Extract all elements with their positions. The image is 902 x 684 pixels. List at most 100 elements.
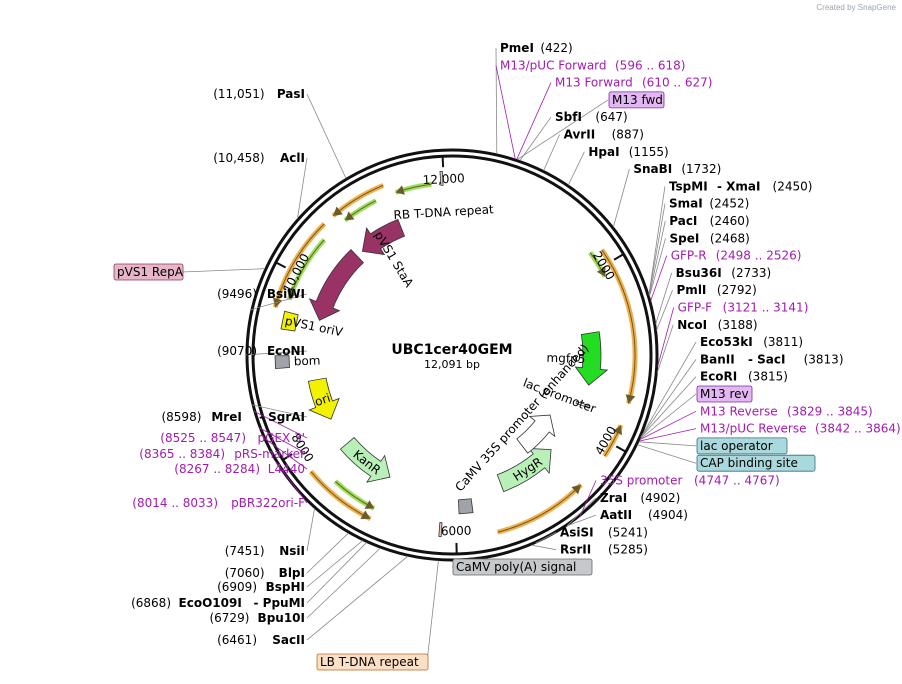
callout-8267-8284-l4440[interactable]: L4440(8267 .. 8284) bbox=[174, 437, 308, 476]
callout-m13-puc-forward-596-618[interactable]: M13/pUC Forward(596 .. 618) bbox=[495, 58, 685, 160]
callout-rsrii-5285[interactable]: RsrII(5285) bbox=[531, 543, 648, 557]
callout-text: (1732) bbox=[681, 162, 721, 176]
feature-camv-poly-a-signal[interactable] bbox=[458, 498, 474, 515]
callout-6909-bsphi[interactable]: BspHI(6909) bbox=[217, 540, 363, 594]
callout-leader bbox=[306, 532, 349, 574]
callout-text: (422) bbox=[540, 41, 572, 55]
callout-ncoi-3188[interactable]: NcoI(3188) bbox=[656, 318, 758, 373]
callout-text: (3842 .. 3864) bbox=[815, 422, 901, 436]
callout-6729-bpu10i[interactable]: Bpu10I(6729) bbox=[209, 547, 381, 625]
feature-label-ori: ori bbox=[313, 391, 332, 409]
callout-8014-8033-pbr322ori-f[interactable]: pBR322ori-F(8014 .. 8033) bbox=[132, 461, 308, 510]
callout-badge bbox=[113, 263, 184, 281]
callout-gfp-f-3121-3141[interactable]: GFP-F(3121 .. 3141) bbox=[657, 301, 809, 367]
callout-6461-sacii[interactable]: SacII(6461) bbox=[217, 555, 409, 647]
callout-camv-poly-a-signal[interactable]: CaMV poly(A) signal bbox=[451, 558, 593, 576]
callout-eco53ki-3811[interactable]: Eco53kI(3811) bbox=[640, 335, 803, 438]
feature-label-bom: bom bbox=[294, 353, 321, 368]
feature-lb-t-dna-repeat[interactable] bbox=[438, 522, 443, 538]
callout-leader bbox=[656, 324, 674, 373]
callout-sbfi-647[interactable]: SbfI(647) bbox=[519, 110, 628, 161]
tick-12000 bbox=[441, 156, 445, 168]
callout-m13-reverse-3829-3845[interactable]: M13 Reverse(3829 .. 3845) bbox=[639, 404, 873, 440]
callout-text: AvrII bbox=[564, 128, 596, 142]
feature-hygr[interactable] bbox=[496, 448, 552, 493]
callout-text: (4904) bbox=[648, 508, 688, 522]
callout-aatii-4904[interactable]: AatII(4904) bbox=[567, 508, 688, 527]
callout-snabi-1732[interactable]: SnaBI(1732) bbox=[612, 162, 721, 228]
feature-kanr[interactable] bbox=[339, 436, 391, 483]
callout-m13-puc-reverse-3842-3864[interactable]: M13/pUC Reverse(3842 .. 3864) bbox=[639, 422, 901, 442]
callout-m13-forward-610-627[interactable]: M13 Forward(610 .. 627) bbox=[516, 76, 713, 160]
callout-lac-operator[interactable]: lac operator bbox=[638, 437, 788, 455]
orf-arrows bbox=[272, 181, 638, 535]
callout-bsu36i-2733[interactable]: Bsu36I(2733) bbox=[655, 266, 772, 325]
callout-8525-8547-pgex-3[interactable]: pGEX 3'(8525 .. 8547) bbox=[160, 410, 308, 445]
callout-7060-blpi[interactable]: BlpI (7060) bbox=[225, 532, 349, 580]
callout-leader bbox=[637, 444, 697, 464]
callout-leader bbox=[306, 555, 409, 641]
callout-m13-rev[interactable]: M13 rev bbox=[639, 385, 753, 440]
feature-ori[interactable] bbox=[307, 377, 340, 420]
callout-text: (1155) bbox=[629, 145, 669, 159]
callout-leader bbox=[640, 359, 697, 438]
callout-text: (3121 .. 3141) bbox=[723, 301, 809, 315]
callout-leader bbox=[297, 157, 308, 219]
callout-leader bbox=[517, 99, 609, 160]
callout-11-051-pasi[interactable]: PasI(11,051) bbox=[213, 87, 347, 179]
callout-text: M13 rev bbox=[700, 387, 749, 401]
callout-leader bbox=[543, 134, 560, 171]
callout-text: EcoRI bbox=[700, 370, 737, 384]
callout-asisi-5241[interactable]: AsiSI(5241) bbox=[535, 525, 648, 544]
callout-m13-fwd[interactable]: M13 fwd bbox=[517, 91, 665, 160]
callout-leader bbox=[639, 393, 697, 440]
callout-text: (3829 .. 3845) bbox=[787, 404, 873, 418]
callout-badge bbox=[696, 385, 753, 403]
callout-7451-nsii[interactable]: NsiI(7451) bbox=[225, 508, 315, 558]
callout-gfp-r-2498-2526[interactable]: GFP-R(2498 .. 2526) bbox=[650, 249, 802, 301]
feature-lac-promoter[interactable] bbox=[575, 400, 591, 409]
callout-text: (8267 .. 8284) bbox=[174, 462, 260, 476]
feature-camv-35s-promoter-enhanced[interactable] bbox=[516, 414, 556, 454]
feature-mgfp5[interactable] bbox=[574, 331, 609, 386]
callout-leader bbox=[638, 441, 697, 447]
callout-zrai-4902[interactable]: ZraI(4902) bbox=[567, 491, 680, 526]
callout-10-458-acli[interactable]: AclI(10,458) bbox=[213, 151, 308, 219]
feature-bom[interactable] bbox=[274, 355, 290, 370]
callout-text: BlpI bbox=[279, 566, 305, 580]
callout-text: PmlI bbox=[677, 283, 707, 297]
callout-cap-binding-site[interactable]: CAP binding site bbox=[637, 444, 816, 472]
callout-text: (4902) bbox=[640, 491, 680, 505]
callout-35s-promoter-4747-4767[interactable]: 35S promoter(4747 .. 4767) bbox=[579, 474, 780, 517]
callout-8365-8384-prs-marker[interactable]: pRS-marker(8365 .. 8384) bbox=[139, 427, 308, 461]
callout-9496-bsiwi[interactable]: BsiWI(9496) bbox=[217, 287, 308, 310]
feature-pvs1-oriv[interactable] bbox=[280, 310, 299, 332]
callout-smai-2452[interactable]: SmaI(2452) bbox=[648, 197, 749, 295]
callout-paci-2460[interactable]: PacI(2460) bbox=[648, 214, 750, 296]
callout-ecori-3815[interactable]: EcoRI(3815) bbox=[640, 370, 788, 438]
feature-rb-t-dna-repeat[interactable] bbox=[439, 170, 444, 186]
callout-hpai-1155[interactable]: HpaI(1155) bbox=[567, 145, 669, 186]
orf-head-2 bbox=[613, 425, 623, 436]
callout-text: - XmaI bbox=[717, 179, 760, 193]
backbone-inner bbox=[251, 154, 653, 556]
callout-pvs1-repa[interactable]: pVS1 RepA bbox=[113, 263, 265, 281]
callout-text: CaMV poly(A) signal bbox=[456, 560, 576, 574]
callout-text: (6909) bbox=[217, 580, 257, 594]
feature-pvs1-staa[interactable] bbox=[361, 218, 406, 256]
callout-spei-2468[interactable]: SpeI(2468) bbox=[649, 231, 750, 297]
plasmid-name: UBC1cer40GEM bbox=[391, 342, 512, 358]
callout-tspmi-xmai-2450[interactable]: TspMI- XmaI(2450) bbox=[648, 179, 813, 295]
callout-leader bbox=[253, 410, 308, 439]
callout-9070-econi[interactable]: EcoNI(9070) bbox=[217, 344, 308, 358]
callout-banii-saci-3813[interactable]: BanII- SacI(3813) bbox=[640, 352, 844, 438]
callout-lb-t-dna-repeat[interactable]: LB T-DNA repeat bbox=[316, 560, 439, 671]
callout-text: (8365 .. 8384) bbox=[139, 447, 225, 461]
callout-pmli-2792[interactable]: PmlI(2792) bbox=[656, 283, 757, 331]
feature-pvs1-repa[interactable] bbox=[308, 249, 364, 321]
callout-avrii-887[interactable]: AvrII(887) bbox=[543, 128, 644, 171]
feature-label-pvs1-oriv: pVS1 oriV bbox=[284, 314, 345, 340]
callout-text: (7060) bbox=[225, 566, 265, 580]
